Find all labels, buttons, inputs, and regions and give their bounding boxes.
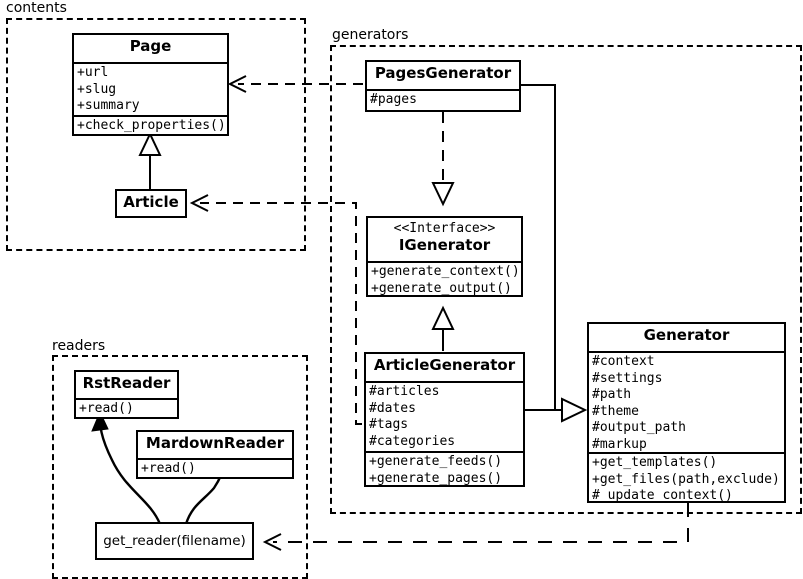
attribute: #pages [370, 92, 417, 107]
class-box-markdownreader[interactable]: MardownReader +read() [136, 430, 294, 479]
method: +generate_context() [371, 264, 520, 279]
attribute: #markup [592, 436, 647, 452]
class-box-igenerator[interactable]: <<Interface>> IGenerator +generate_conte… [366, 216, 523, 297]
attribute: #dates [369, 400, 416, 416]
class-box-page[interactable]: Page +url +slug +summary +check_properti… [72, 33, 229, 136]
class-articlegenerator-attributes: #articles #dates #tags #categories [366, 381, 523, 451]
attribute: #path [592, 387, 632, 402]
class-igenerator-stereotype: <<Interface>> [393, 221, 496, 236]
function-box-get-reader[interactable]: get_reader(filename) [95, 522, 254, 560]
method: +get_templates() [592, 455, 718, 470]
method: +read() [141, 461, 196, 476]
attribute: +slug [77, 81, 117, 97]
class-markdownreader-name: MardownReader [145, 434, 285, 452]
class-generator-methods: +get_templates() +get_files(path,exclude… [589, 452, 784, 507]
class-rstreader-methods: +read() [76, 398, 177, 420]
attribute: #tags [369, 417, 409, 432]
method: +generate_pages() [369, 470, 503, 486]
method: #_update_context() [592, 488, 733, 503]
class-box-rstreader[interactable]: RstReader +read() [74, 370, 179, 419]
attribute: #output_path [592, 420, 686, 435]
class-articlegenerator-name: ArticleGenerator [373, 356, 516, 374]
attribute: #context [592, 354, 655, 369]
class-page-attributes: +url +slug +summary [74, 62, 227, 115]
class-articlegenerator-methods: +generate_feeds() +generate_pages() [366, 451, 523, 489]
class-pagesgenerator-attributes: #pages [367, 89, 519, 111]
class-page-name: Page [129, 37, 172, 55]
method: +get_files(path,exclude) [592, 471, 780, 487]
method: +read() [79, 401, 134, 416]
attribute: +url [77, 65, 109, 80]
attribute: #articles [369, 384, 440, 399]
class-rstreader-name: RstReader [82, 374, 171, 392]
package-contents-label: contents [4, 0, 70, 16]
package-readers [52, 355, 308, 579]
class-generator-name: Generator [643, 326, 730, 344]
package-readers-label: readers [50, 338, 109, 354]
class-pagesgenerator-name: PagesGenerator [374, 64, 512, 82]
class-box-generator[interactable]: Generator #context #settings #path #them… [587, 322, 786, 503]
package-contents [6, 18, 306, 251]
method: +check_properties() [77, 118, 226, 133]
attribute: #settings [592, 370, 663, 386]
attribute: +summary [77, 98, 140, 113]
method: +generate_output() [371, 280, 512, 296]
class-igenerator-methods: +generate_context() +generate_output() [368, 261, 521, 299]
function-get-reader-label: get_reader(filename) [103, 533, 246, 549]
class-box-article[interactable]: Article [115, 189, 187, 218]
class-markdownreader-methods: +read() [138, 458, 292, 480]
class-box-articlegenerator[interactable]: ArticleGenerator #articles #dates #tags … [364, 352, 525, 487]
class-article-name: Article [123, 193, 179, 211]
attribute: #categories [369, 433, 456, 449]
class-igenerator-label: IGenerator [398, 235, 491, 254]
method: +generate_feeds() [369, 454, 503, 469]
class-igenerator-name: <<Interface>> IGenerator [368, 218, 521, 261]
package-generators-label: generators [330, 27, 412, 43]
class-page-methods: +check_properties() [74, 115, 227, 137]
class-box-pagesgenerator[interactable]: PagesGenerator #pages [365, 60, 521, 112]
attribute: #theme [592, 403, 639, 419]
class-generator-attributes: #context #settings #path #theme #output_… [589, 351, 784, 452]
